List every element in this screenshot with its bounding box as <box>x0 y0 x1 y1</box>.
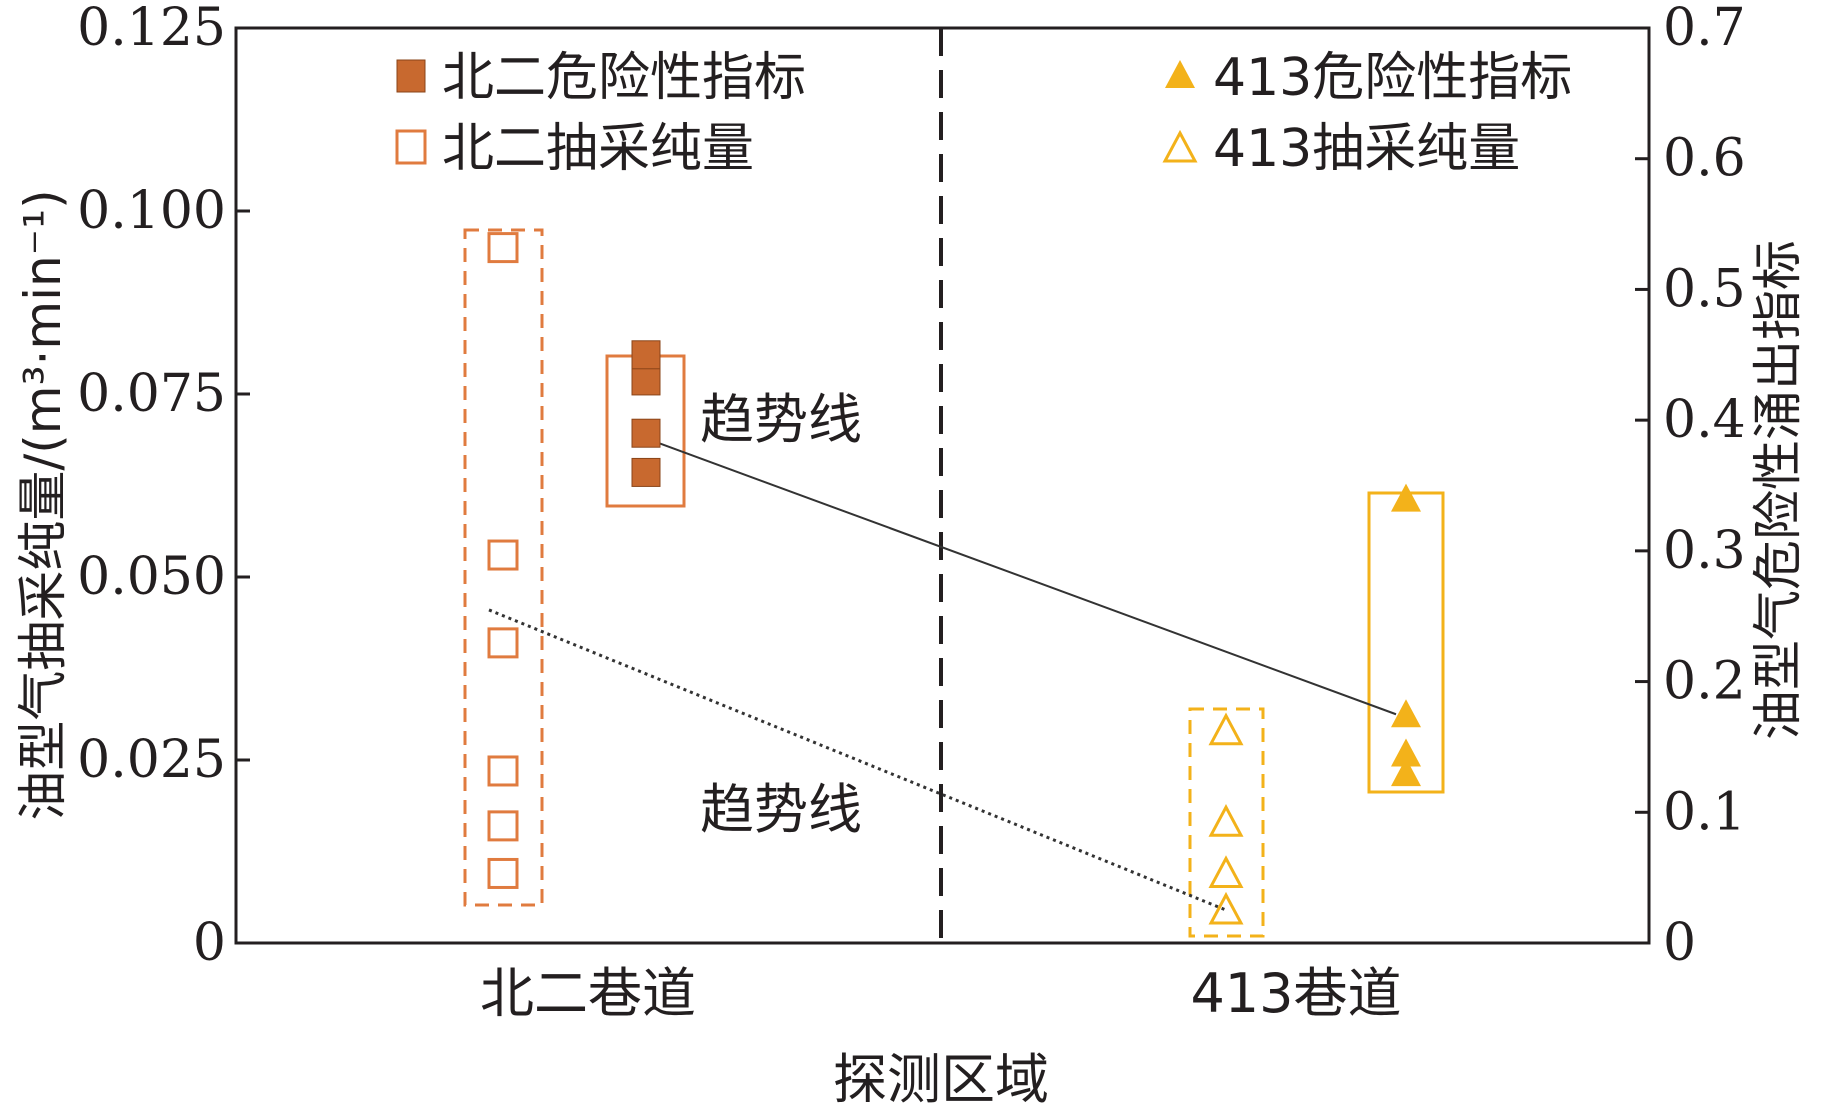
data-point <box>1391 699 1421 728</box>
left-axis-tick-label: 0 <box>193 913 226 973</box>
data-point <box>1208 804 1244 837</box>
legend-marker-filled-square <box>396 59 426 93</box>
right-axis-title: 油型气危险性涌出指标 <box>1749 240 1807 740</box>
legend-item-north-extraction: 北二抽采纯量 <box>395 119 754 179</box>
data-point <box>487 232 519 264</box>
data-point <box>487 755 519 787</box>
right-axis-tick-label: 0.3 <box>1663 521 1746 581</box>
right-axis-tick-label: 0.5 <box>1663 259 1746 319</box>
data-point <box>487 627 519 659</box>
left-axis-tick-label: 0.075 <box>77 364 226 424</box>
trendlines <box>488 432 1397 912</box>
trendline <box>631 432 1397 716</box>
data-point <box>1391 738 1421 767</box>
x-tick-label: 413巷道 <box>1190 962 1401 1025</box>
right-axis-tick-label: 0.4 <box>1663 390 1746 450</box>
data-point <box>1391 758 1421 787</box>
legend-marker-open-square <box>395 129 427 165</box>
left-axis-title: 油型气抽采纯量/(m³·min⁻¹) <box>14 189 72 820</box>
left-axis-tick-label: 0.125 <box>77 0 226 58</box>
right-axis-ticks: 0 0.1 0.2 0.3 0.4 0.5 0.6 0.7 <box>1635 0 1746 973</box>
right-axis-tick-label: 0.1 <box>1663 782 1746 842</box>
data-point <box>1391 483 1421 512</box>
data-point <box>487 810 519 842</box>
trendline <box>488 608 1227 912</box>
legend: 北二危险性指标 北二抽采纯量 413危险性指标 413抽采纯量 <box>395 48 1572 179</box>
legend-label: 北二抽采纯量 <box>442 119 754 179</box>
data-point <box>487 539 519 571</box>
data-point <box>631 457 661 487</box>
data-point <box>631 340 661 370</box>
data-points <box>487 232 1421 925</box>
data-point <box>631 366 661 396</box>
left-axis-tick-label: 0.050 <box>77 547 226 607</box>
legend-marker-filled-triangle <box>1165 60 1195 88</box>
right-axis-tick-label: 0.7 <box>1663 0 1746 58</box>
trendline-label-extraction: 趋势线 <box>700 778 862 841</box>
right-axis-tick-label: 0.6 <box>1663 129 1746 189</box>
data-point <box>1208 855 1244 888</box>
legend-marker-open-triangle <box>1162 129 1198 163</box>
legend-label: 北二危险性指标 <box>442 48 806 108</box>
left-axis-tick-label: 0.100 <box>77 181 226 241</box>
x-axis-title: 探测区域 <box>833 1048 1049 1111</box>
data-point <box>1208 712 1244 746</box>
trendline-label-hazard: 趋势线 <box>700 388 862 451</box>
right-axis-tick-label: 0 <box>1663 913 1696 973</box>
legend-label: 413抽采纯量 <box>1213 119 1520 179</box>
legend-item-north-hazard: 北二危险性指标 <box>396 48 806 108</box>
left-axis-tick-label: 0.025 <box>77 730 226 790</box>
x-tick-label: 北二巷道 <box>480 962 696 1025</box>
data-point <box>1208 891 1244 925</box>
legend-label: 413危险性指标 <box>1213 48 1572 108</box>
right-axis-tick-label: 0.2 <box>1663 652 1746 712</box>
left-axis-ticks: 0 0.025 0.050 0.075 0.100 0.125 <box>77 0 250 973</box>
data-point <box>487 857 519 889</box>
range-box-413-extraction <box>1188 707 1265 938</box>
data-point <box>631 418 661 448</box>
legend-item-413-hazard: 413危险性指标 <box>1165 48 1572 108</box>
range-box-north-extraction <box>463 228 544 907</box>
legend-item-413-extraction: 413抽采纯量 <box>1162 119 1520 179</box>
